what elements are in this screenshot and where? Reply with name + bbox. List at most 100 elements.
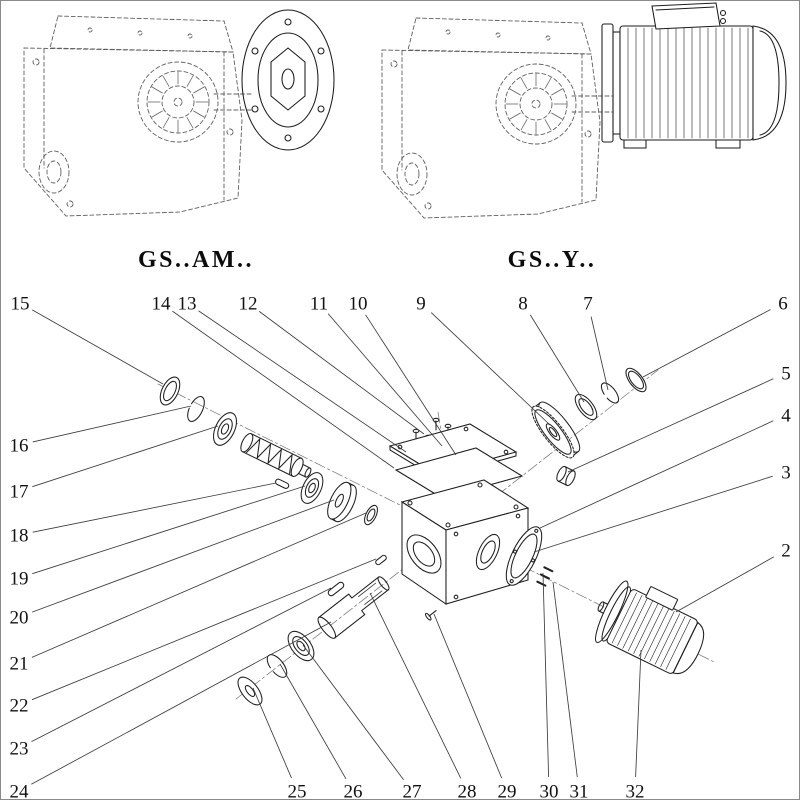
part-22-pin [375,554,387,566]
leader-line-6 [642,309,771,378]
part-9-gear [531,401,581,459]
output-flange-disc [241,9,335,151]
callout-4: 4 [781,406,791,427]
leader-line-2 [675,556,775,613]
fan-cowl [752,25,787,141]
callout-9: 9 [416,294,426,315]
housing-body [381,49,601,219]
motor-drawing [601,2,787,149]
callout-26: 26 [344,782,363,800]
callout-15: 15 [11,294,30,315]
callout-29: 29 [498,782,517,800]
leader-line-7 [590,316,609,391]
callout-17: 17 [10,482,29,503]
callout-31: 31 [570,782,589,800]
callout-28: 28 [458,782,477,800]
part-25-washer [237,676,263,706]
part-8-ring [574,393,598,421]
leader-line-11 [327,313,443,447]
callout-11: 11 [310,294,328,315]
callout-32: 32 [626,782,645,800]
leader-line-12 [258,311,425,435]
callout-21: 21 [10,654,29,675]
input-boss [137,61,219,143]
part-23-key [327,581,345,597]
leader-line-32 [635,649,642,778]
callout-10: 10 [349,294,368,315]
part-6-ring [625,367,647,393]
part-28-output-shaft [317,576,390,639]
leader-line-27 [302,644,404,781]
motor-flange [601,23,614,143]
callout-2: 2 [781,541,791,562]
callout-8: 8 [518,294,528,315]
leader-line-4 [539,420,774,529]
boss-rib-pattern [505,73,567,135]
leader-line-19 [32,485,306,575]
part-housing [400,479,530,605]
leader-line-9 [430,312,550,425]
callout-27: 27 [403,782,422,800]
gs-am-drawing [23,9,335,217]
motor-fins [611,592,691,670]
callout-3: 3 [781,463,791,484]
leader-line-28 [369,592,462,779]
part-18-key [274,478,290,489]
callout-13: 13 [178,294,197,315]
leader-line-8 [529,314,585,403]
callout-5: 5 [781,364,791,385]
part-21-ring [364,504,378,526]
leader-line-15 [31,309,164,385]
leader-line-30 [542,572,550,778]
gs-y-drawing [381,2,787,219]
part-17-bearing [212,412,238,446]
leader-line-22 [31,558,377,701]
flange-hex-hub [270,47,306,111]
leader-line-26 [279,663,347,780]
leader-line-13 [198,310,407,453]
part-32-motor [595,580,705,675]
motor-fins [627,27,749,139]
exploded-view [157,367,715,706]
part-26-retaining-ring [266,654,288,678]
motor-feet [623,139,741,149]
leader-line-31 [552,581,578,778]
input-shaft [213,93,253,111]
housing-input-bore [475,533,501,571]
part-29-bolt [424,610,437,621]
leader-line-29 [433,613,503,779]
callout-30: 30 [540,782,559,800]
callout-7: 7 [583,294,593,315]
part-16-retaining-ring [187,396,205,422]
callout-16: 16 [10,436,29,457]
part-19-bearing [300,472,324,504]
variant-label-gs-y: GS..Y.. [508,247,597,273]
callout-25: 25 [288,782,307,800]
callout-12: 12 [239,294,258,315]
callout-22: 22 [10,696,29,717]
motor-body [619,25,754,141]
part-5-pinion [556,465,576,487]
leader-line-21 [31,512,367,658]
leader-line-10 [365,314,457,456]
part-7-retaining-ring [600,382,620,404]
leader-line-5 [567,378,774,473]
leader-line-23 [31,587,332,742]
housing-output-bore [406,534,442,574]
fan-cowl [672,621,705,675]
part-27-bearing [287,630,315,662]
part-3-flange-ring [505,526,543,586]
boss-rib-pattern [147,71,209,133]
side-bore [396,152,428,196]
leader-line-20 [31,499,335,613]
variant-label-gs-am: GS..AM.. [138,247,254,273]
leader-line-3 [533,475,773,553]
part-20-washer-disc [327,481,357,523]
callout-6: 6 [778,294,788,315]
part-30-31-studs [536,566,554,587]
callout-24: 24 [10,782,30,800]
part-worm-shaft [240,432,312,478]
leader-line-18 [32,482,277,533]
housing-body [23,47,243,217]
